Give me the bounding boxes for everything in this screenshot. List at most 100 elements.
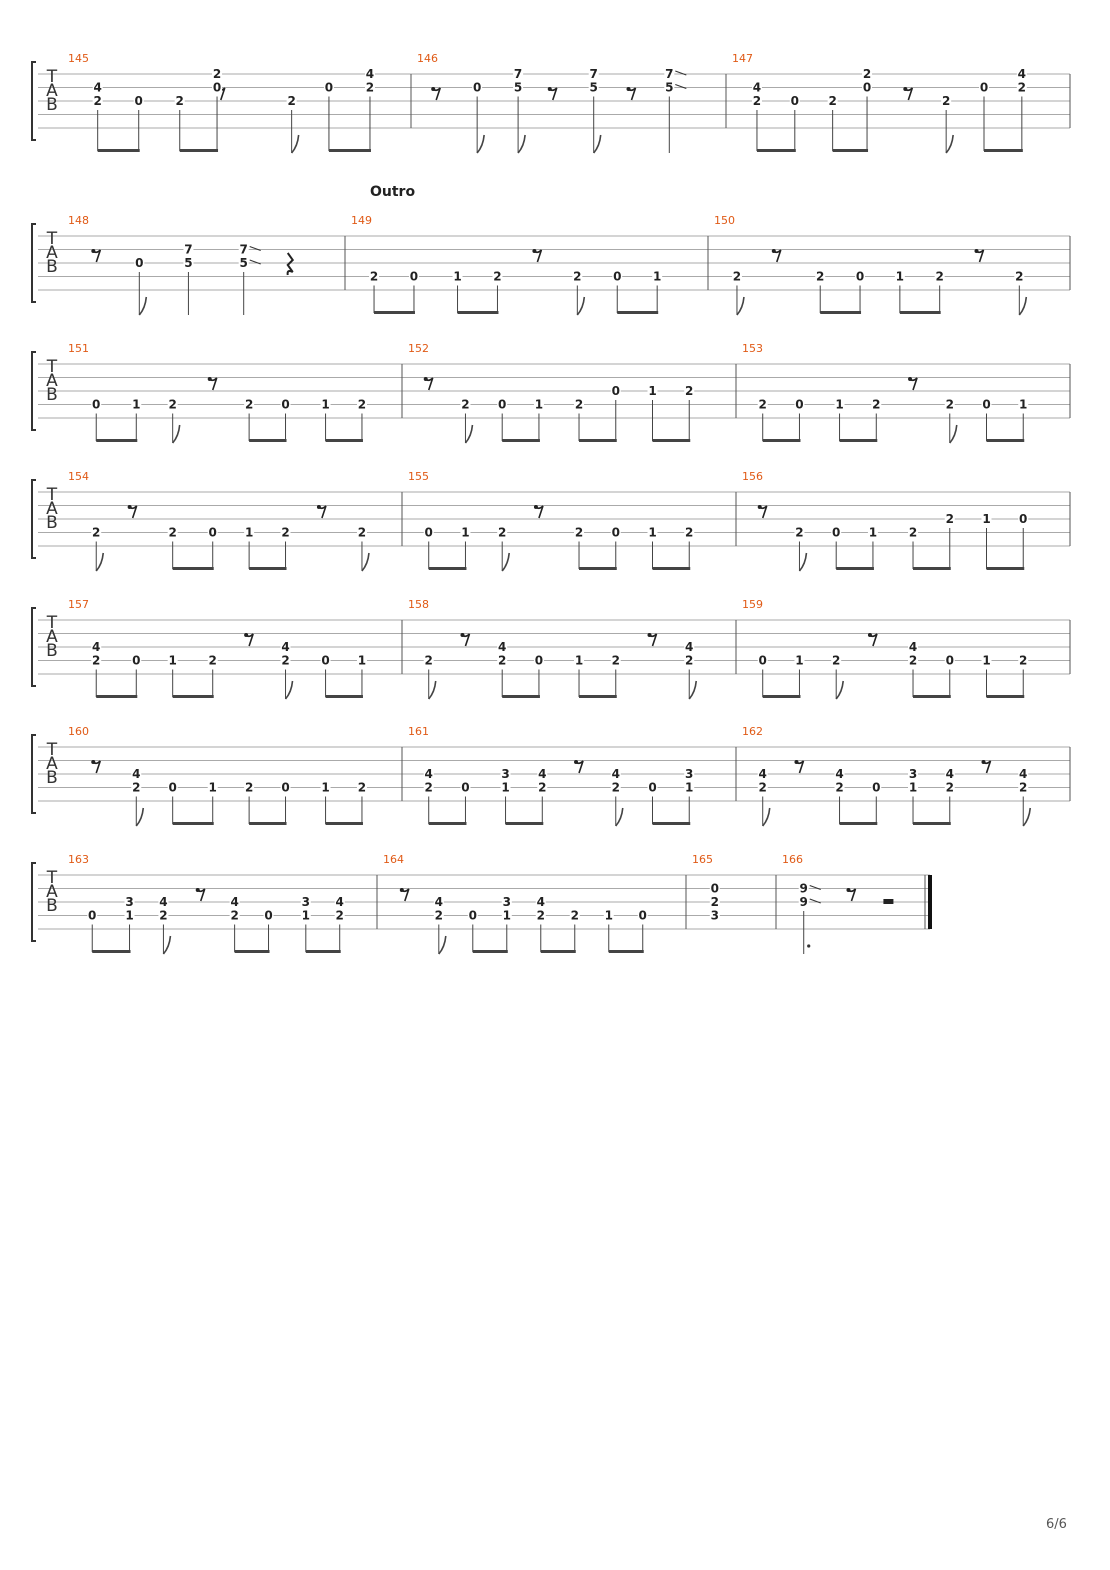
fret-mask <box>497 654 508 667</box>
tab-clef-a: A <box>46 754 58 774</box>
fret-number: 2 <box>92 654 100 668</box>
fret-number: 2 <box>685 526 693 540</box>
system-bracket <box>31 351 36 431</box>
fret-mask <box>535 909 546 922</box>
eighth-rest-dot <box>626 87 631 91</box>
fret-mask <box>789 95 800 107</box>
eighth-rest-dot <box>981 760 986 764</box>
fret-number: 0 <box>946 654 954 668</box>
fret-number: 2 <box>872 398 880 412</box>
fret-number: 0 <box>648 781 656 795</box>
fret-number: 4 <box>336 895 344 909</box>
tab-clef-t: T <box>46 613 58 633</box>
fret-mask <box>647 385 658 397</box>
tab-clef-a: A <box>46 81 58 101</box>
eighth-rest-dot <box>908 377 913 381</box>
eighth-rest-dot <box>794 760 799 764</box>
fret-number: 4 <box>538 767 546 781</box>
slide-mark <box>675 84 687 89</box>
note-flag <box>135 807 145 827</box>
measure-number: 164 <box>383 853 404 866</box>
fret-mask <box>731 270 742 283</box>
fret-number: 2 <box>1015 270 1023 284</box>
fret-mask <box>423 781 434 794</box>
note-beam <box>899 311 941 314</box>
eighth-rest-dot <box>460 633 465 637</box>
note-beam <box>579 695 617 698</box>
note-beam <box>172 567 214 570</box>
fret-mask <box>610 781 621 794</box>
fret-mask <box>131 781 142 794</box>
eighth-rest-dot <box>532 249 537 253</box>
fret-mask <box>280 654 291 667</box>
fret-number: 2 <box>425 781 433 795</box>
note-beam <box>172 695 214 698</box>
eighth-rest-dot <box>207 377 212 381</box>
fret-mask <box>588 81 599 94</box>
fret-number: 2 <box>612 781 620 795</box>
fret-mask <box>684 654 695 667</box>
fret-mask <box>827 95 838 107</box>
fret-mask <box>574 398 585 411</box>
note-beam <box>328 149 371 152</box>
fret-number: 0 <box>535 654 543 668</box>
fret-number: 2 <box>537 909 545 923</box>
tab-clef-t: T <box>46 67 58 87</box>
fret-number: 2 <box>230 909 238 923</box>
note-flag <box>945 134 954 154</box>
note-flag <box>464 424 474 444</box>
tab-clef-b: B <box>46 95 58 115</box>
fret-number: 2 <box>461 398 469 412</box>
fret-mask <box>831 654 842 667</box>
fret-mask <box>207 654 218 667</box>
note-beam <box>756 149 796 152</box>
note-flag <box>949 424 958 444</box>
tab-clef-a: A <box>46 499 58 519</box>
fret-mask <box>158 909 169 922</box>
fret-mask <box>229 896 240 908</box>
fret-number: 1 <box>503 909 511 923</box>
fret-number: 2 <box>358 398 366 412</box>
fret-number: 0 <box>169 781 177 795</box>
fret-number: 7 <box>184 243 192 257</box>
note-beam <box>249 822 287 825</box>
fret-number: 4 <box>498 640 506 654</box>
fret-number: 1 <box>648 384 656 398</box>
fret-number: 0 <box>856 270 864 284</box>
fret-number: 2 <box>287 94 295 108</box>
tab-clef-b: B <box>46 257 58 277</box>
fret-mask <box>588 68 599 80</box>
fret-number: 1 <box>605 909 613 923</box>
measure-number: 157 <box>68 598 89 611</box>
fret-mask <box>501 909 512 922</box>
note-beam <box>579 567 617 570</box>
note-flag <box>95 552 105 572</box>
fret-mask <box>433 896 444 908</box>
fret-mask <box>423 768 434 780</box>
system-bracket <box>31 223 36 303</box>
fret-mask <box>574 526 585 539</box>
fret-number: 2 <box>176 94 184 108</box>
fret-number: 4 <box>425 767 433 781</box>
fret-number: 1 <box>795 654 803 668</box>
fret-mask <box>212 81 223 94</box>
fret-mask <box>280 526 291 539</box>
fret-mask <box>369 270 380 283</box>
system-bracket <box>31 607 36 687</box>
note-beam <box>457 311 499 314</box>
measure-number: 162 <box>742 725 763 738</box>
fret-number: 2 <box>946 512 954 526</box>
fret-mask <box>569 909 580 922</box>
fret-mask <box>934 270 945 283</box>
fret-number: 0 <box>92 398 100 412</box>
note-beam <box>374 311 415 314</box>
fret-number: 2 <box>336 909 344 923</box>
eighth-rest-dot <box>195 888 200 892</box>
fret-number: 0 <box>711 882 719 896</box>
measure-number: 165 <box>692 853 713 866</box>
fret-mask <box>356 398 367 411</box>
fret-mask <box>92 81 103 94</box>
fret-number: 5 <box>590 81 598 95</box>
fret-number: 2 <box>370 270 378 284</box>
fret-number: 0 <box>410 270 418 284</box>
